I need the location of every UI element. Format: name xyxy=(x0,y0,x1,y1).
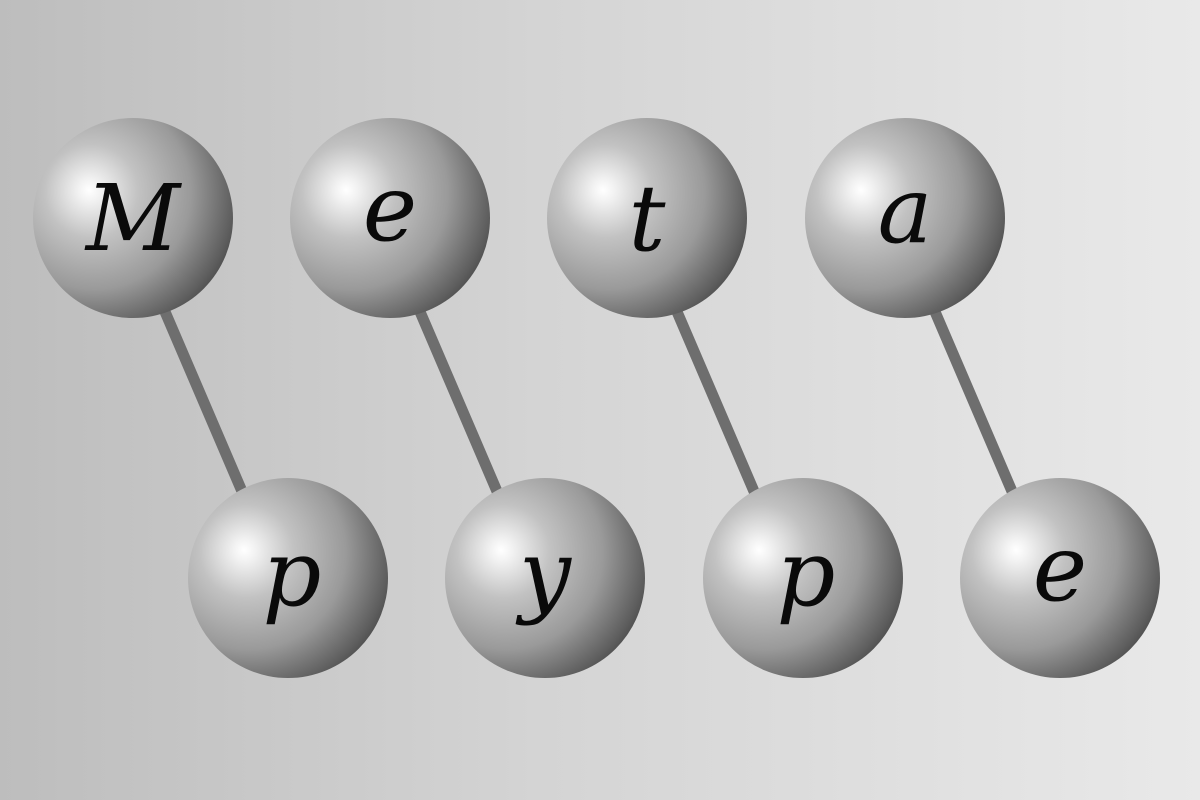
atom-bottom-p2: p xyxy=(703,478,903,678)
bond-M-p xyxy=(154,294,256,516)
atom-bottom-e: e xyxy=(960,478,1160,678)
sphere xyxy=(805,118,1005,318)
sphere xyxy=(33,118,233,318)
atom-top-a: a xyxy=(805,118,1005,318)
atom-letter: a xyxy=(878,157,933,264)
atom-top-t: t xyxy=(547,118,747,318)
atom-letter: e xyxy=(1033,515,1087,622)
atom-top-e: e xyxy=(290,118,490,318)
atom-bottom-p: p xyxy=(188,478,388,678)
bond-a-e xyxy=(924,294,1026,516)
atom-letter: p xyxy=(263,520,322,627)
sphere xyxy=(547,118,747,318)
atom-letter: t xyxy=(629,165,667,272)
atom-letter: p xyxy=(777,520,836,627)
sphere xyxy=(960,478,1160,678)
sphere xyxy=(703,478,903,678)
bond-e-y xyxy=(409,294,511,516)
bond-t-p xyxy=(666,294,768,516)
atom-letter: y xyxy=(515,520,572,627)
sphere xyxy=(290,118,490,318)
sphere xyxy=(445,478,645,678)
atom-letter: e xyxy=(363,155,417,262)
atom-bottom-y: y xyxy=(445,478,645,678)
atom-top-M: M xyxy=(33,118,233,318)
atom-letter: M xyxy=(84,165,183,272)
sphere xyxy=(188,478,388,678)
